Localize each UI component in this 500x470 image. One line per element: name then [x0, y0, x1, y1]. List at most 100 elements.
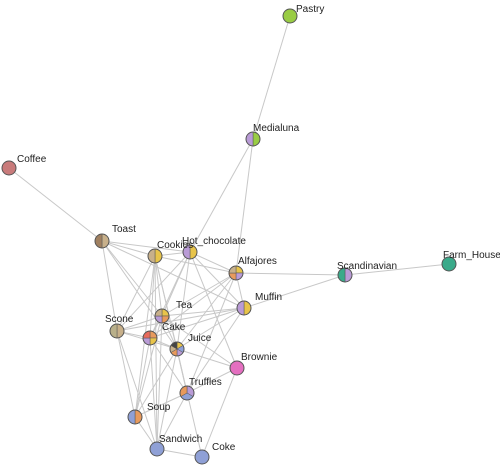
edge-scandinavian-farm_house: [344, 263, 450, 276]
node-label-scandinavian: Scandinavian: [337, 261, 397, 272]
node-toast[interactable]: [94, 233, 110, 249]
node-label-alfajores: Alfajores: [238, 256, 277, 267]
node-scone[interactable]: [109, 323, 125, 339]
edge-alfajores-truffles: [186, 272, 237, 394]
edge-toast-cookies: [101, 240, 156, 257]
edge-tea-sandwich: [156, 315, 163, 450]
edge-hot_chocolate-juice: [176, 251, 191, 350]
edge-hot_chocolate-scone: [116, 251, 191, 332]
node-outline-muffin: [236, 300, 252, 316]
node-scandinavian[interactable]: [337, 267, 353, 283]
edge-cookies-cake: [149, 255, 156, 339]
node-label-hot_chocolate: Hot_chocolate: [182, 236, 246, 247]
node-slice-soup-0: [134, 409, 143, 425]
node-pastry[interactable]: [282, 8, 298, 24]
node-label-coke: Coke: [212, 442, 236, 453]
node-coke[interactable]: [194, 449, 210, 465]
node-slice-cookies-1: [147, 248, 156, 264]
node-outline-hot_chocolate: [182, 244, 198, 260]
node-label-truffles: Truffles: [189, 377, 222, 388]
edge-cake-soup: [134, 337, 151, 418]
edge-alfajores-cake: [149, 272, 237, 339]
node-cookies[interactable]: [147, 248, 163, 264]
node-fill-coke: [195, 450, 209, 464]
node-slice-medialuna-1: [245, 131, 254, 147]
node-label-tea: Tea: [176, 300, 193, 311]
edge-muffin-cake: [149, 307, 245, 339]
edge-scone-soup: [116, 330, 136, 418]
edge-truffles-soup: [134, 392, 188, 418]
node-label-cookies: Cookies: [157, 240, 193, 251]
node-outline-alfajores: [228, 265, 244, 281]
node-outline-cookies: [147, 248, 163, 264]
node-label-cake: Cake: [162, 322, 186, 333]
edge-hot_chocolate-brownie: [189, 251, 238, 369]
node-label-juice: Juice: [188, 333, 212, 344]
node-outline-toast: [94, 233, 110, 249]
edge-toast-juice: [101, 240, 178, 350]
edge-cake-sandwich: [149, 337, 158, 450]
node-outline-medialuna: [245, 131, 261, 147]
node-fill-brownie: [230, 361, 244, 375]
edge-hot_chocolate-muffin: [189, 251, 245, 309]
node-alfajores[interactable]: [228, 265, 244, 281]
node-medialuna[interactable]: [245, 131, 261, 147]
node-muffin[interactable]: [236, 300, 252, 316]
node-slice-toast-0: [101, 233, 110, 249]
node-farm_house[interactable]: [441, 256, 457, 272]
node-slice-scone-0: [116, 323, 125, 339]
edge-coffee-toast: [8, 167, 103, 242]
node-label-pastry: Pastry: [296, 4, 324, 15]
node-label-coffee: Coffee: [17, 154, 47, 165]
node-outline-juice: [169, 341, 185, 357]
node-outline-coke: [194, 449, 210, 465]
edge-alfajores-juice: [176, 272, 237, 350]
node-fill-coffee: [2, 161, 16, 175]
edge-brownie-coke: [201, 367, 238, 458]
node-outline-brownie: [229, 360, 245, 376]
edge-toast-scone: [101, 240, 118, 332]
node-juice[interactable]: [169, 341, 185, 357]
edge-alfajores-scandinavian: [235, 272, 346, 276]
edge-toast-muffin: [101, 240, 245, 309]
edge-scandinavian-muffin: [243, 274, 346, 309]
node-truffles[interactable]: [179, 385, 195, 401]
node-label-toast: Toast: [112, 224, 136, 235]
edge-sandwich-coke: [156, 448, 203, 458]
node-fill-pastry: [283, 9, 297, 23]
node-label-medialuna: Medialuna: [253, 123, 300, 134]
node-label-scone: Scone: [105, 314, 134, 325]
edge-medialuna-hot_chocolate: [189, 138, 254, 253]
edge-truffles-sandwich: [156, 392, 188, 450]
edge-tea-brownie: [161, 315, 238, 369]
edge-cookies-sandwich: [154, 255, 158, 450]
node-outline-truffles: [179, 385, 195, 401]
edge-toast-hot_chocolate: [101, 240, 191, 253]
node-cake[interactable]: [142, 330, 158, 346]
edge-juice-brownie: [176, 348, 238, 369]
edge-pastry-medialuna: [252, 15, 291, 140]
node-tea[interactable]: [154, 308, 170, 324]
edge-juice-sandwich: [156, 348, 178, 450]
edge-medialuna-alfajores: [235, 138, 254, 274]
node-slice-scone-1: [109, 323, 118, 339]
node-slice-cookies-0: [154, 248, 163, 264]
node-coffee[interactable]: [1, 160, 17, 176]
edge-cookies-scone: [116, 255, 156, 332]
node-label-brownie: Brownie: [241, 352, 278, 363]
node-outline-coffee: [1, 160, 17, 176]
node-brownie[interactable]: [229, 360, 245, 376]
node-slice-muffin-0: [243, 300, 252, 316]
node-outline-sandwich: [149, 441, 165, 457]
node-label-muffin: Muffin: [255, 292, 282, 303]
node-soup[interactable]: [127, 409, 143, 425]
edge-tea-scone: [116, 315, 163, 332]
node-slice-muffin-1: [236, 300, 245, 316]
node-fill-farm_house: [442, 257, 456, 271]
edge-muffin-scone: [116, 307, 245, 332]
label-layer: PastryMedialunaCoffeeToastCookiesHot_cho…: [17, 4, 500, 453]
node-hot_chocolate[interactable]: [182, 244, 198, 260]
node-sandwich[interactable]: [149, 441, 165, 457]
